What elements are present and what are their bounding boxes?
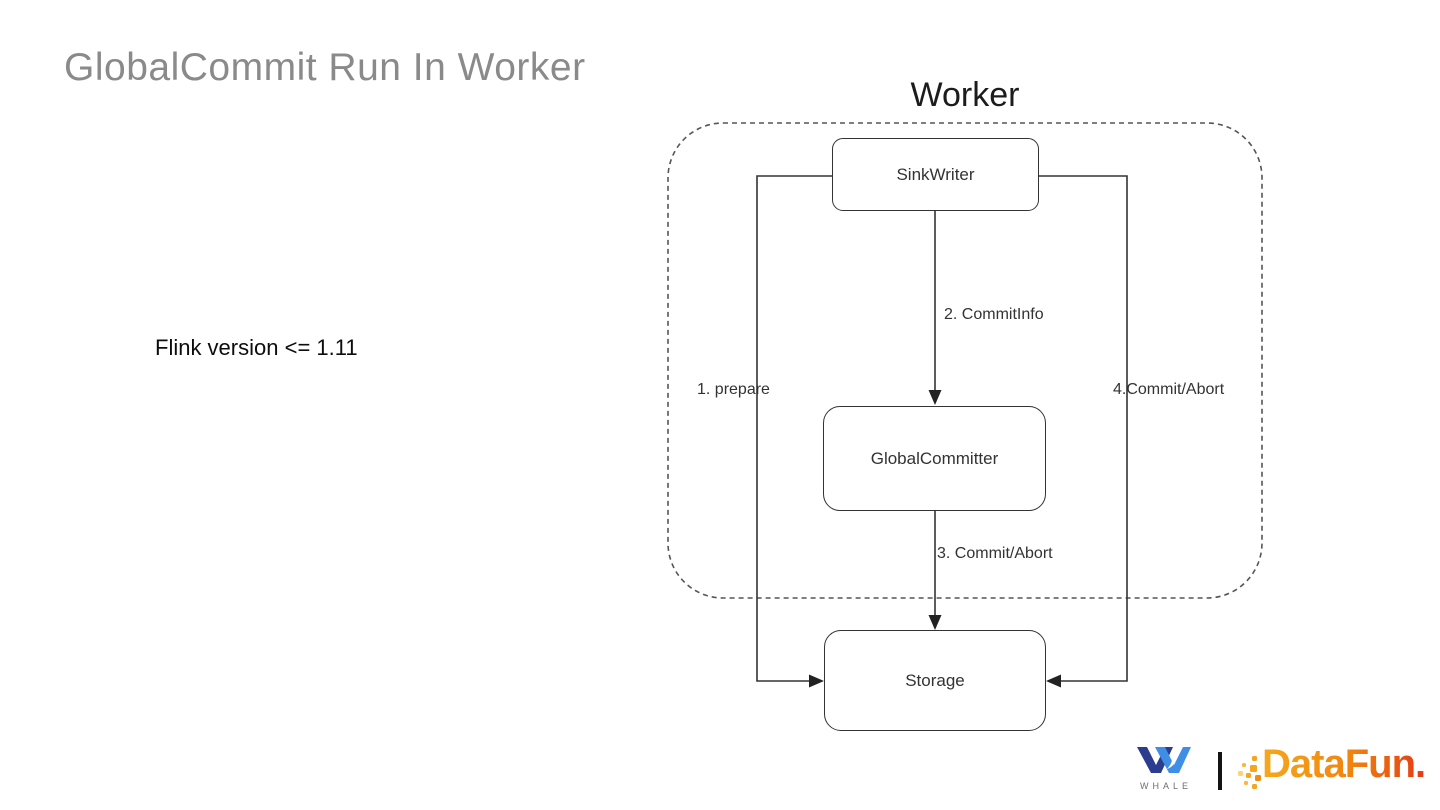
- node-sinkwriter: SinkWriter: [832, 138, 1039, 211]
- node-storage-label: Storage: [905, 670, 965, 690]
- datafun-brand-text: DataFun.: [1262, 742, 1426, 786]
- node-globalcommitter-label: GlobalCommitter: [870, 448, 999, 468]
- page-title: GlobalCommit Run In Worker: [64, 46, 586, 89]
- edge-3-arrowhead: [928, 615, 942, 630]
- edge-1-prepare-line: [756, 175, 832, 682]
- node-storage: Storage: [824, 630, 1046, 731]
- node-globalcommitter: GlobalCommitter: [823, 406, 1046, 511]
- edge-label-commit-abort-4: 4.Commit/Abort: [1113, 381, 1225, 398]
- edge-label-commit-abort-3: 3. Commit/Abort: [937, 545, 1053, 562]
- whale-logo: WHALE: [1136, 746, 1192, 791]
- whale-w-icon: [1137, 747, 1191, 773]
- brand-separator-bar: [1218, 752, 1222, 790]
- whale-brand-text: WHALE: [1140, 781, 1193, 791]
- flink-version-note: Flink version <= 1.11: [155, 335, 358, 360]
- datafun-logo: DataFun.: [1238, 742, 1426, 798]
- worker-dashed-border: [667, 122, 1263, 599]
- node-sinkwriter-label: SinkWriter: [896, 164, 975, 184]
- worker-container-label: Worker: [910, 76, 1020, 114]
- edge-1-arrowhead: [809, 674, 824, 688]
- datafun-pixels-icon: [1238, 756, 1272, 798]
- edge-4-commitabort-line: [1039, 175, 1128, 682]
- edge-label-prepare: 1. prepare: [697, 381, 770, 398]
- edge-2-arrowhead: [928, 390, 942, 405]
- edge-4-arrowhead: [1046, 674, 1061, 688]
- edge-label-commitinfo: 2. CommitInfo: [944, 306, 1044, 323]
